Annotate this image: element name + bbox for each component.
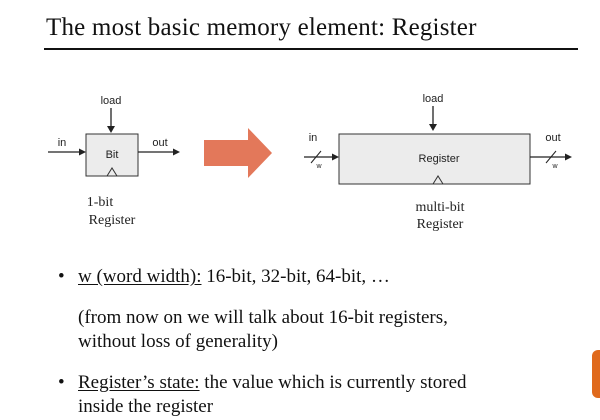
out-label-1bit: out [152,137,167,149]
multi-bit-register: load in w Register out w multi-bit Regis… [304,93,572,232]
bullet-lead: w (word width): [78,266,202,287]
edge-marker [592,350,600,398]
caption-1bit-line1: 1-bit [87,195,114,210]
in-label-1bit: in [58,137,67,149]
state-note-line2: inside the register [78,396,214,417]
out-bus-slash [545,150,557,164]
title-underline [44,48,578,50]
out-label-multibit: out [545,132,560,144]
out-bus-width: w [551,163,558,170]
load-arrowhead-multibit [429,124,437,131]
paren-note-line2: without loss of generality) [78,331,278,352]
in-arrowhead-1bit [79,148,86,156]
clock-triangle-multibit [432,175,444,185]
load-label-multibit: load [423,93,444,105]
bit-box [85,133,139,177]
bullet-lead: Register’s state: [78,372,200,393]
register-box-label: Register [419,153,460,165]
in-bus-width: w [315,163,322,170]
bullet-dot: • [58,266,65,287]
one-bit-register: load in Bit out 1-bit Register [48,95,180,228]
load-label-1bit: load [101,95,122,107]
caption-1bit-line2: Register [89,213,136,228]
caption-multibit-line1: multi-bit [416,200,465,215]
paren-note-line1: (from now on we will talk about 16-bit r… [78,307,448,328]
out-bus-arrowhead [565,153,572,161]
bullet-word-width: • w (word width): 16-bit, 32-bit, 64-bit,… [58,265,390,289]
in-bus-slash [310,150,322,164]
register-box [338,133,531,185]
bullet-register-state: • Register’s state: the value which is cu… [58,371,467,395]
out-arrowhead-1bit [173,148,180,156]
in-label-multibit: in [309,132,318,144]
transform-arrow [204,128,272,178]
clock-triangle-1bit [106,167,118,177]
load-arrowhead-1bit [107,126,115,133]
bullet-dot: • [58,372,65,393]
bit-box-label: Bit [106,149,119,161]
in-bus-arrowhead [332,153,339,161]
bullet-text: 16-bit, 32-bit, 64-bit, … [201,266,390,287]
bullet-text: the value which is currently stored [199,372,467,393]
slide-title: The most basic memory element: Register [46,14,477,41]
caption-multibit-line2: Register [417,217,464,232]
